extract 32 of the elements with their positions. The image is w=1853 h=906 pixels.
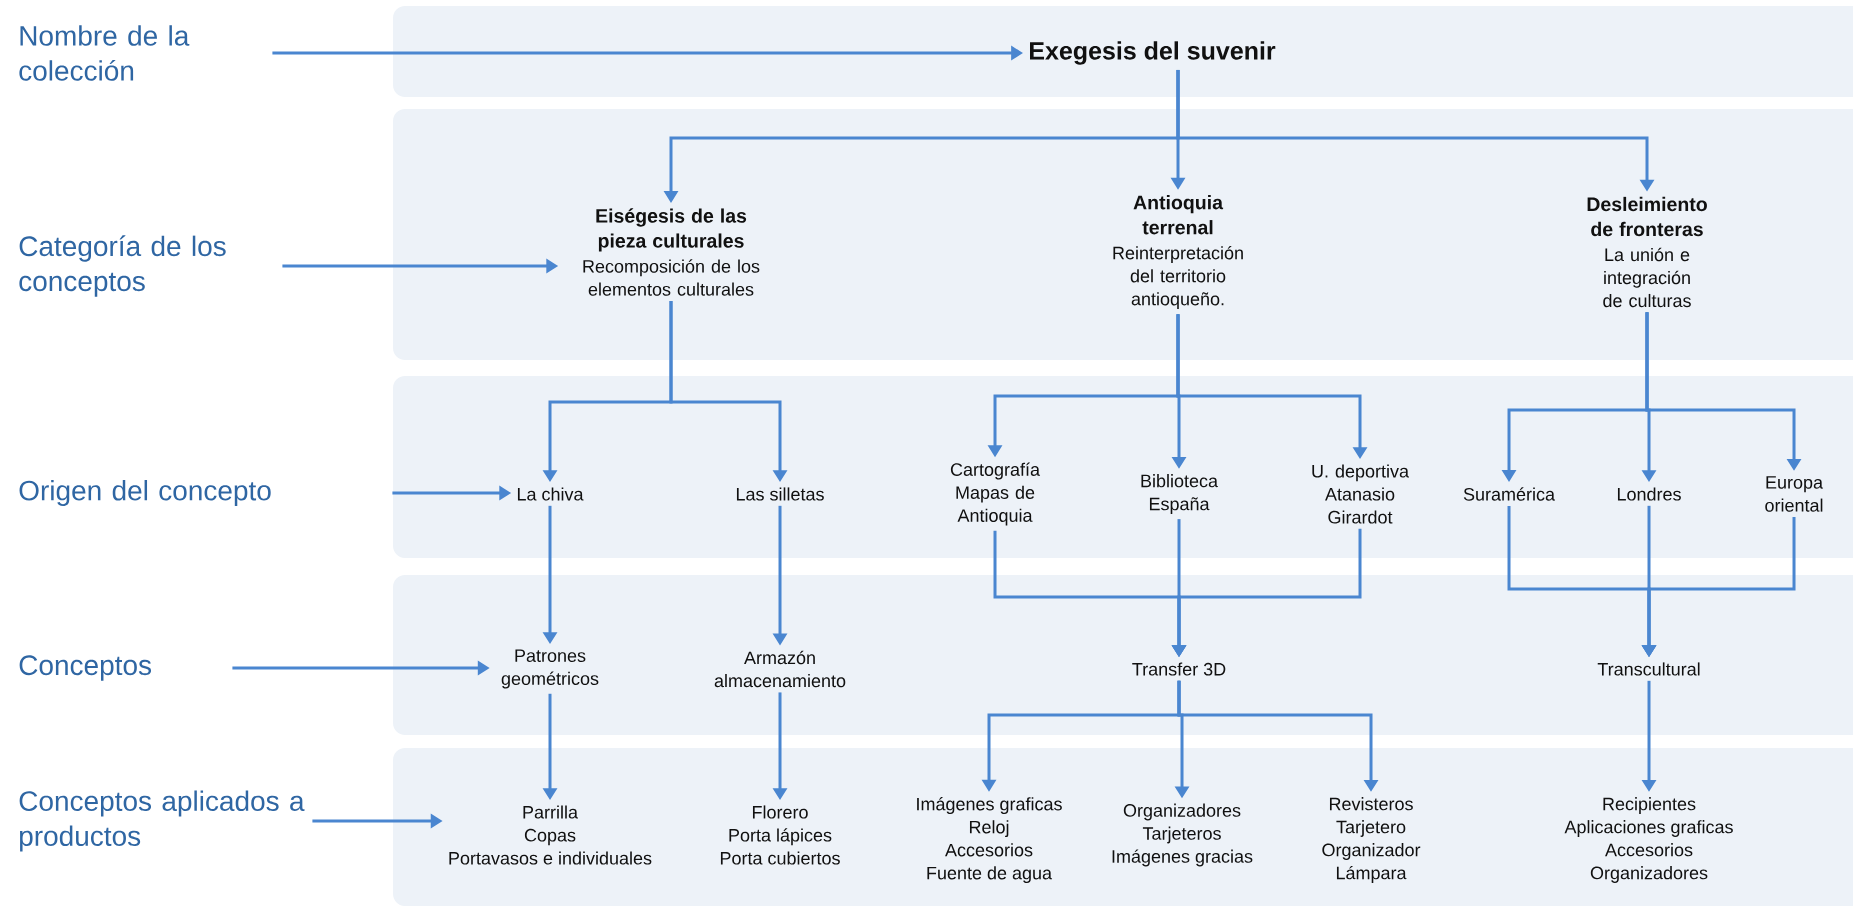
row-label: Categoría de los conceptos [19, 235, 226, 297]
product-list: Recipientes Aplicaciones graficas Accesorios Organizadores [1564, 797, 1733, 883]
band-background [393, 376, 1853, 558]
concept-text: La chiva [517, 487, 584, 501]
collection-title: Exegesis del suvenir [1030, 41, 1276, 65]
band-background [393, 109, 1853, 360]
concept-text: Transcultural [1597, 662, 1700, 676]
product-list: Parrilla Copas Portavasos e individuales [449, 805, 652, 865]
row-label: Conceptos [19, 655, 152, 681]
band-background [393, 575, 1853, 735]
concept-text: Patrones geométricos [501, 649, 599, 689]
product-list: Revisteros Tarjetero Organizador Lámpara [1322, 797, 1421, 883]
band-background [393, 748, 1853, 906]
concept-text: Londres [1617, 487, 1681, 501]
concept-text: Biblioteca España [1141, 474, 1218, 514]
row-label: Conceptos aplicados a productos [19, 790, 305, 852]
row-label: Nombre de la colección [19, 25, 190, 81]
concept-text: Las silletas [736, 487, 824, 501]
category-text: Antioquia terrenal Reinterpretación del territorio antioqueño. [1113, 195, 1243, 309]
category-text: Eiségesis de las pieza culturales Recomposición de los elementos culturales [583, 208, 760, 296]
product-list: Organizadores Tarjeteros Imágenes gracias [1112, 803, 1253, 867]
concept-text: U. deportiva Atanasio Girardot [1312, 464, 1409, 524]
category-text: Desleimiento de fronteras La unión e integración de culturas [1587, 196, 1707, 308]
product-list: Imágenes graficas Reloj Accesorios Fuente de agua [917, 797, 1062, 883]
concept-text: Transfer 3D [1132, 662, 1226, 676]
concept-text: Europa oriental [1765, 476, 1824, 512]
concept-text: Cartografía Mapas de Antioquia [950, 462, 1040, 526]
band-background [393, 6, 1853, 97]
concept-text: Suramérica [1463, 487, 1555, 501]
product-list: Florero Porta lápices Porta cubiertos [720, 805, 840, 865]
concept-text: Armazón almacenamiento [714, 650, 846, 688]
row-label: Origen del concepto [19, 479, 271, 507]
